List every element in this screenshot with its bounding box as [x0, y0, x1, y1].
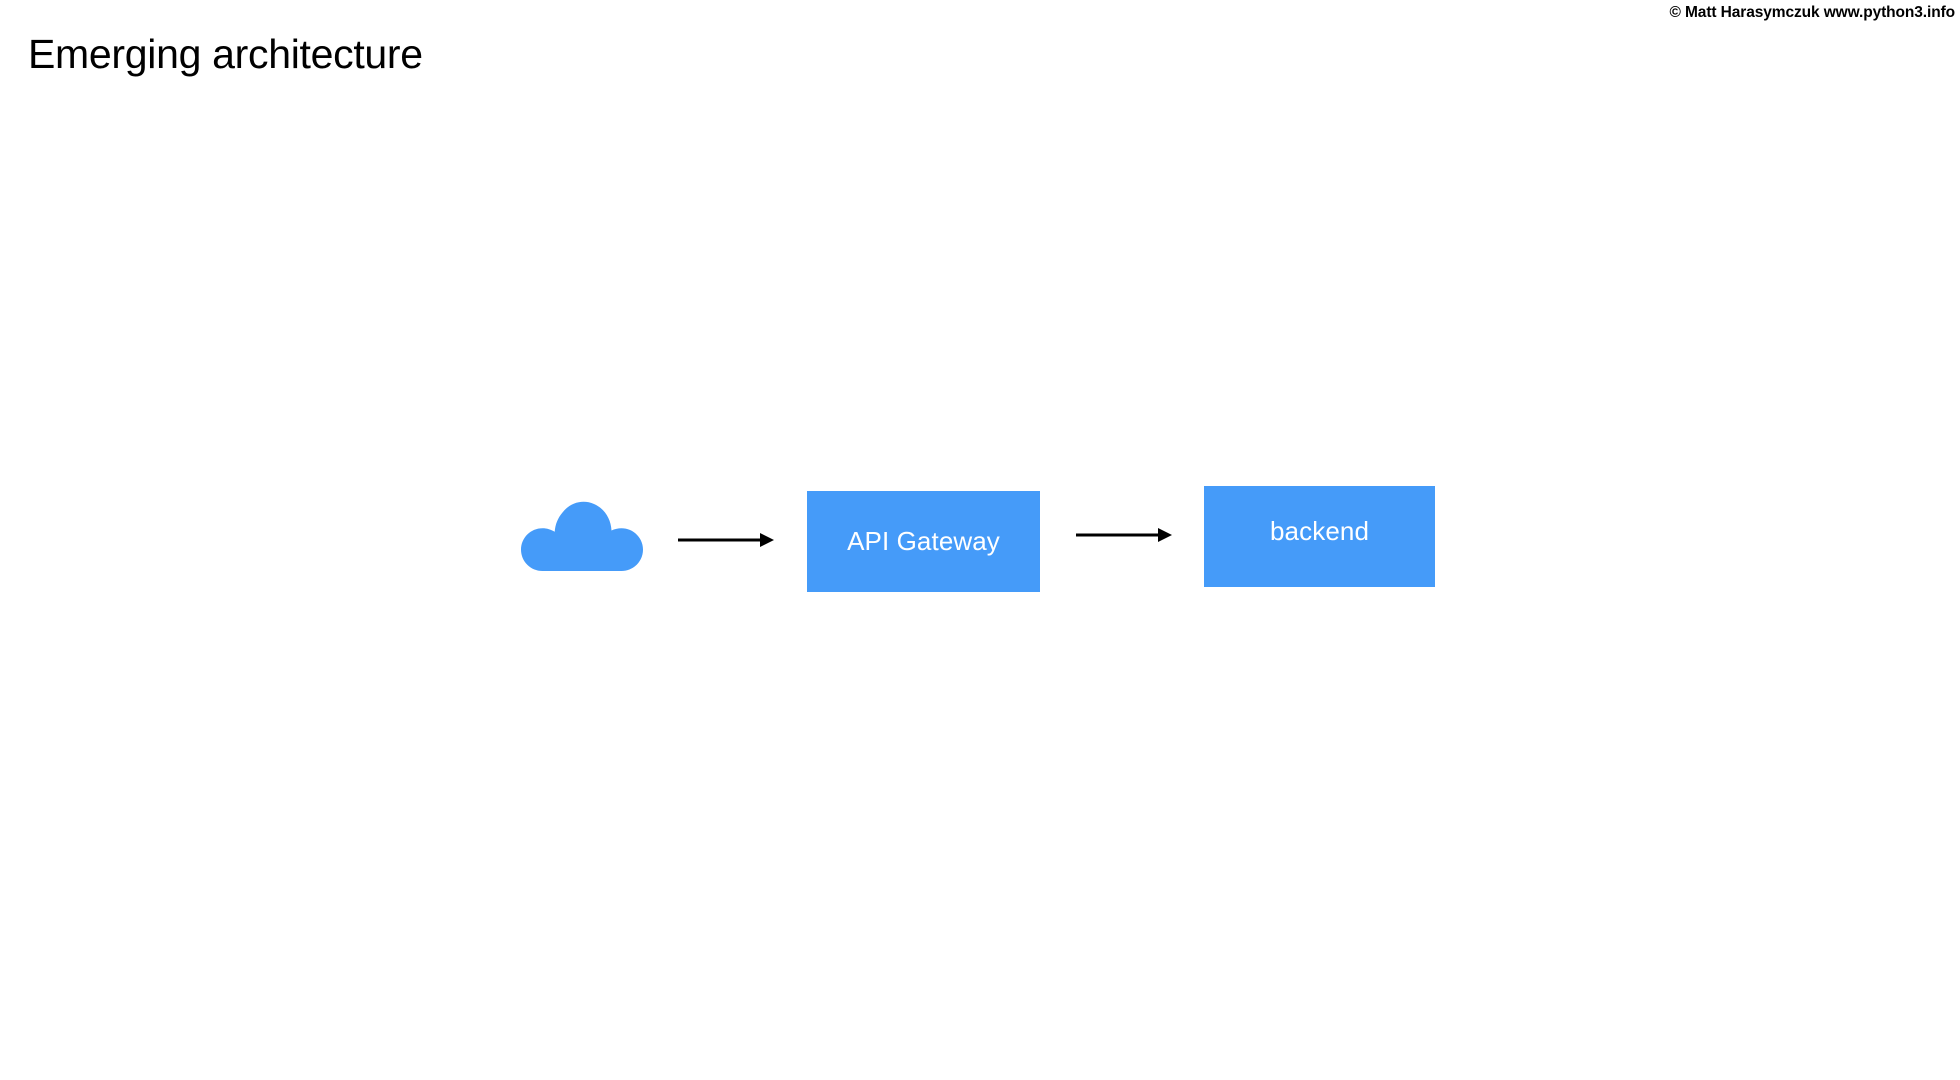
copyright-notice: © Matt Harasymczuk www.python3.info — [1669, 4, 1955, 21]
arrow-cloud-to-api-gateway — [676, 528, 774, 552]
diagram-node-label: backend — [1270, 516, 1369, 546]
arrow-api-gateway-to-backend — [1074, 523, 1172, 547]
page-title: Emerging architecture — [28, 31, 423, 78]
diagram-node-cloud[interactable] — [521, 498, 643, 576]
diagram-node-api-gateway[interactable]: API Gateway — [807, 491, 1040, 592]
cloud-icon — [521, 498, 643, 576]
diagram-node-backend[interactable]: backend — [1204, 486, 1435, 587]
diagram-node-label: API Gateway — [847, 526, 1000, 556]
